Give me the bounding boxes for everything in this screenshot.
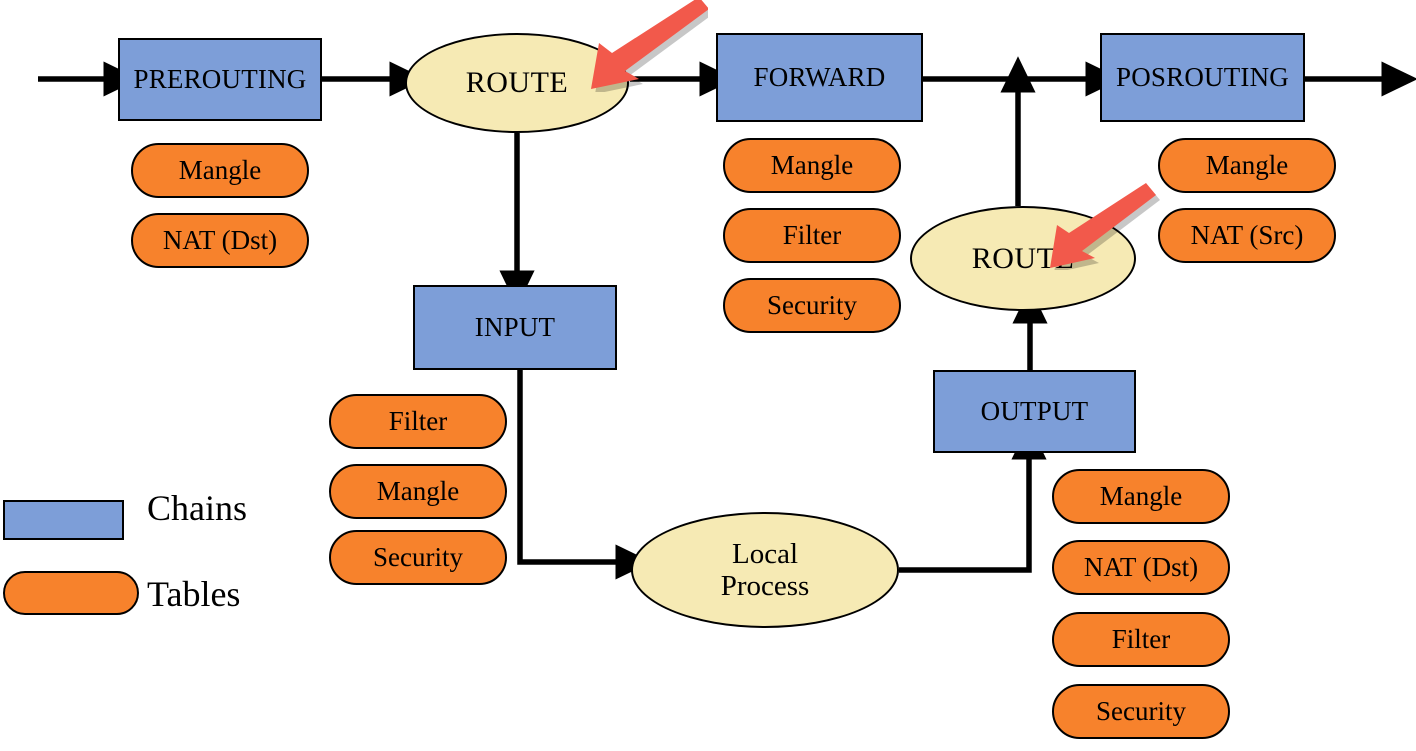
legend-swatch-chains [3,500,124,540]
chain-posrouting[interactable]: POSROUTING [1100,33,1305,122]
table-label: Security [1096,696,1186,727]
local-process-line1: Local [731,537,798,570]
table-label: Filter [388,406,448,437]
table-input-security[interactable]: Security [329,530,507,585]
chain-forward-label: FORWARD [753,62,886,93]
table-label: Security [373,542,463,573]
legend-label-chains: Chains [147,488,248,528]
table-prerouting-nat-dst[interactable]: NAT (Dst) [131,213,309,268]
chain-posrouting-label: POSROUTING [1115,62,1290,93]
table-label: Mangle [178,155,262,186]
table-input-filter[interactable]: Filter [329,394,507,449]
table-output-nat-dst[interactable]: NAT (Dst) [1052,540,1230,595]
chain-output-label: OUTPUT [980,396,1089,427]
table-forward-security[interactable]: Security [723,278,901,333]
chain-input[interactable]: INPUT [413,285,617,370]
table-output-filter[interactable]: Filter [1052,612,1230,667]
node-route-mid-label: ROUTE [971,241,1075,275]
table-label: NAT (Src) [1190,220,1304,251]
table-label: Mangle [1205,150,1289,181]
node-route-top[interactable]: ROUTE [405,33,629,133]
table-forward-mangle[interactable]: Mangle [723,138,901,193]
table-output-security[interactable]: Security [1052,684,1230,739]
table-label: NAT (Dst) [1083,552,1199,583]
table-prerouting-mangle[interactable]: Mangle [131,143,309,198]
table-forward-filter[interactable]: Filter [723,208,901,263]
table-label: NAT (Dst) [162,225,278,256]
table-output-mangle[interactable]: Mangle [1052,469,1230,524]
table-input-mangle[interactable]: Mangle [329,464,507,519]
table-label: Filter [782,220,842,251]
table-posrouting-nat-src[interactable]: NAT (Src) [1158,208,1336,263]
node-route-top-label: ROUTE [465,66,569,100]
chain-prerouting-label: PREROUTING [133,64,307,95]
chain-forward[interactable]: FORWARD [716,33,923,122]
table-label: Mangle [1099,481,1183,512]
node-route-mid[interactable]: ROUTE [910,206,1136,311]
node-local-process[interactable]: Local Process [631,512,899,628]
table-label: Mangle [770,150,854,181]
local-process-line2: Process [720,570,810,602]
table-label: Mangle [376,476,460,507]
legend-label-tables: Tables [147,574,241,614]
chain-prerouting[interactable]: PREROUTING [118,38,322,121]
chain-input-label: INPUT [474,312,556,343]
table-label: Filter [1111,624,1171,655]
chain-output[interactable]: OUTPUT [933,370,1136,453]
table-label: Security [767,290,857,321]
legend-swatch-tables [3,571,139,615]
table-posrouting-mangle[interactable]: Mangle [1158,138,1336,193]
